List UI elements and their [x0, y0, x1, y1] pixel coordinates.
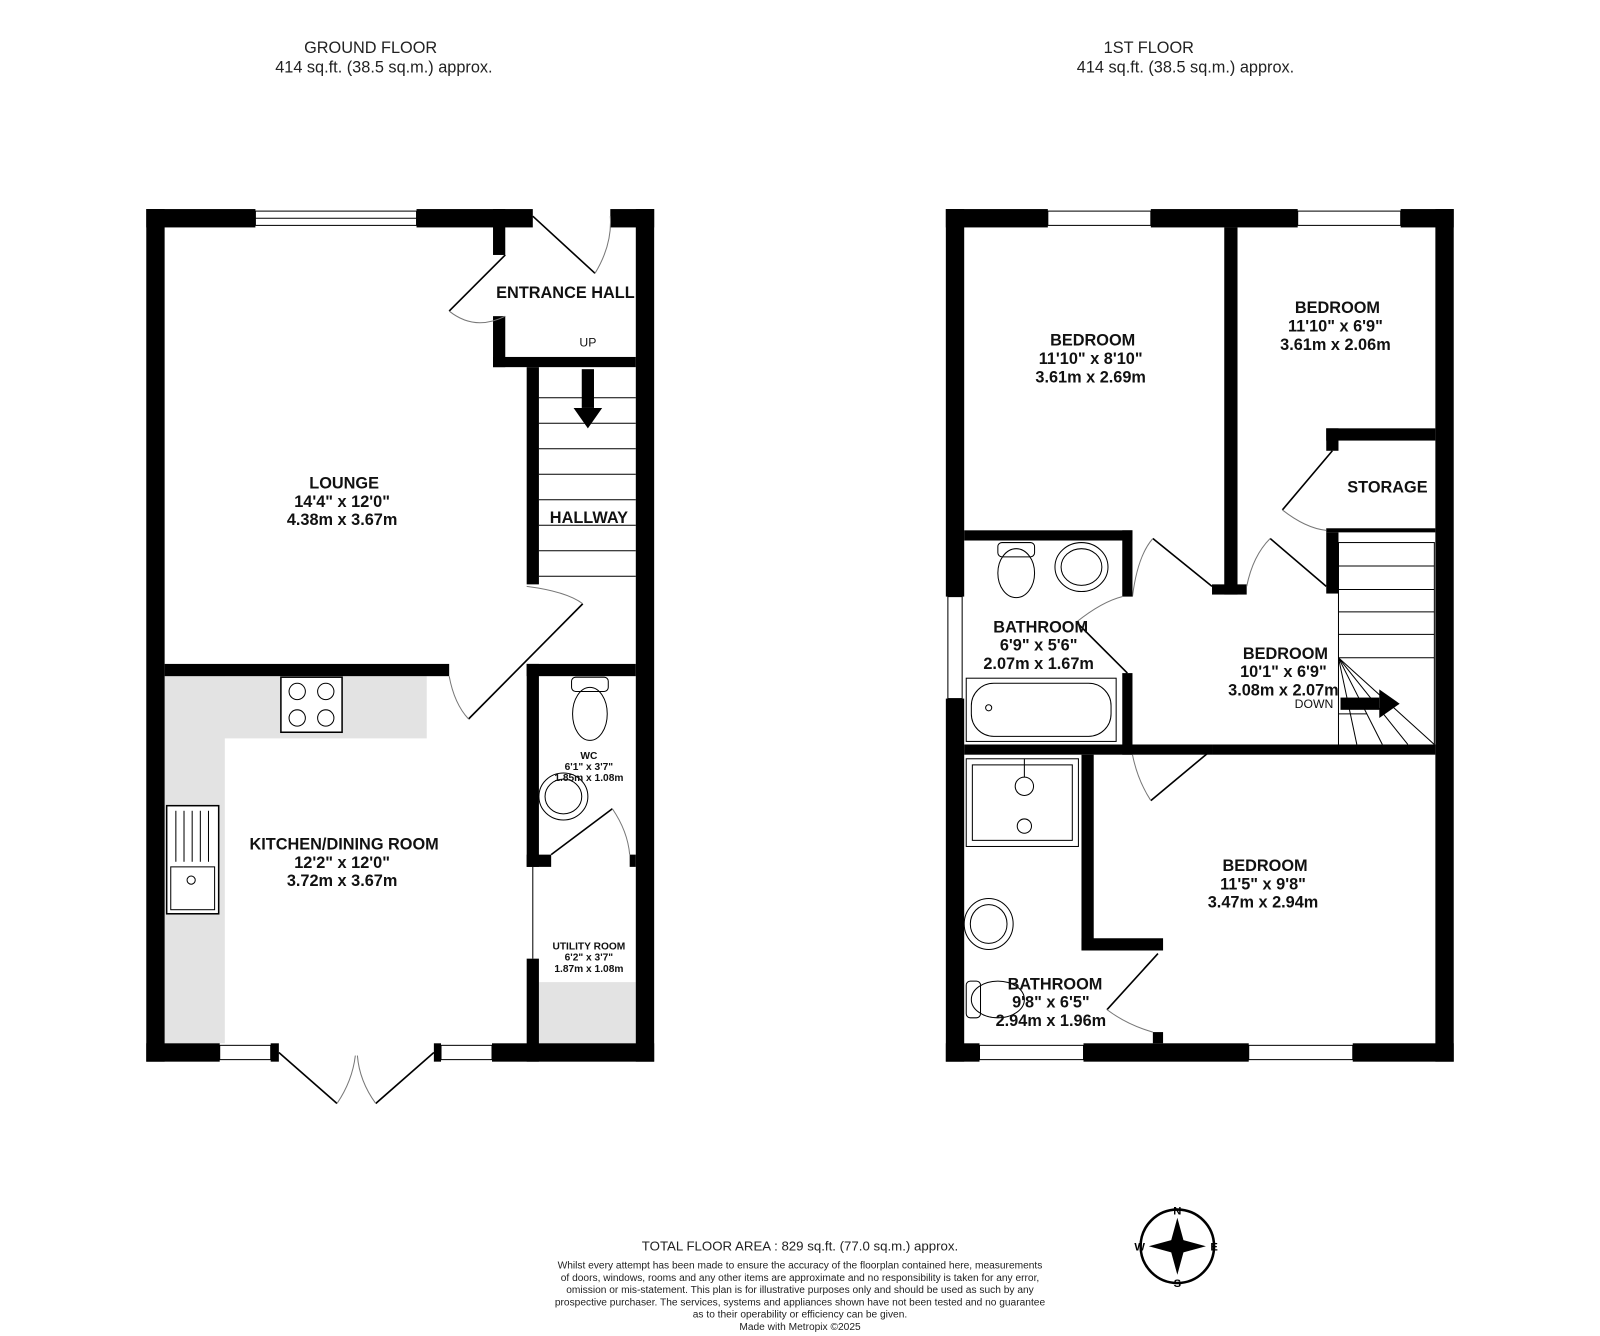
basin-icon	[1054, 542, 1109, 593]
disclaimer-line: omission or mis-statement. This plan is …	[566, 1285, 1034, 1296]
basin-icon	[963, 897, 1014, 950]
room-dims-metric: 3.61m x 2.06m	[1280, 336, 1391, 354]
disclaimer-line: as to their operability or efficiency ca…	[693, 1310, 907, 1321]
toilet-icon	[997, 542, 1036, 599]
stair-up-label: UP	[579, 336, 596, 350]
window	[1297, 210, 1402, 226]
compass-n: N	[1173, 1206, 1181, 1218]
staircase	[1337, 542, 1435, 748]
disclaimer-line: prospective purchaser. The services, sys…	[555, 1297, 1046, 1308]
room-dims-metric: 2.07m x 1.67m	[983, 655, 1094, 673]
room-name: BEDROOM	[1243, 645, 1328, 663]
room-dims-metric: 2.94m x 1.96m	[996, 1012, 1107, 1030]
first-floor-plan: DOWN	[945, 209, 1454, 1062]
disclaimer-line: of doors, windows, rooms and any other i…	[561, 1273, 1039, 1284]
room-dims-imperial: 11'10" x 6'9"	[1288, 317, 1383, 335]
room-name: BEDROOM	[1050, 332, 1135, 350]
room-name: HALLWAY	[550, 509, 628, 527]
window	[978, 1044, 1085, 1061]
room-dims-imperial: 11'10" x 8'10"	[1039, 350, 1143, 368]
window	[1248, 1044, 1354, 1061]
room-dims-metric: 1.85m x 1.08m	[554, 773, 623, 784]
compass-e: E	[1210, 1241, 1218, 1253]
basin-icon	[538, 772, 589, 821]
room-dims-imperial: 6'9" x 5'6"	[1000, 637, 1078, 655]
bathroom-door[interactable]	[1075, 621, 1128, 674]
room-name: STORAGE	[1347, 479, 1427, 497]
sink-icon	[165, 804, 220, 915]
first-floor-title: 1ST FLOOR	[1104, 39, 1194, 57]
utility-counter	[538, 982, 636, 1044]
window	[219, 1044, 272, 1061]
stair-arrow-icon	[573, 369, 603, 429]
room-dims-metric: 3.72m x 3.67m	[287, 872, 398, 890]
window	[440, 1044, 493, 1061]
room-name: BATHROOM	[993, 618, 1088, 636]
room-dims-metric: 3.08m x 2.07m	[1228, 682, 1339, 700]
front-door[interactable]	[532, 215, 596, 274]
stair-down-label: DOWN	[1295, 697, 1334, 711]
total-floor-area: TOTAL FLOOR AREA : 829 sq.ft. (77.0 sq.m…	[642, 1238, 958, 1253]
bath-icon	[965, 677, 1117, 742]
door[interactable]	[467, 603, 584, 720]
room-name: UTILITY ROOM	[552, 941, 625, 952]
compass-s: S	[1174, 1278, 1182, 1290]
french-doors[interactable]	[278, 1051, 435, 1105]
room-name: ENTRANCE HALL	[496, 284, 635, 302]
room-name: LOUNGE	[309, 475, 379, 493]
stair-arrow-icon	[1340, 689, 1400, 718]
room-dims-imperial: 11'5" x 9'8"	[1220, 875, 1306, 893]
room-dims-imperial: 14'4" x 12'0"	[294, 493, 390, 511]
door[interactable]	[1152, 537, 1213, 588]
room-name: BATHROOM	[1008, 975, 1103, 993]
compass-w: W	[1134, 1241, 1145, 1253]
door[interactable]	[1269, 537, 1327, 588]
hob-icon	[280, 676, 343, 734]
toilet-icon	[965, 980, 1025, 1019]
room-name: BEDROOM	[1222, 857, 1307, 875]
credit: Made with Metropix ©2025	[739, 1322, 861, 1333]
room-name: KITCHEN/DINING ROOM	[250, 836, 439, 854]
room-name: BEDROOM	[1295, 299, 1380, 317]
door[interactable]	[448, 254, 506, 312]
window	[1047, 210, 1152, 226]
toilet-icon	[571, 676, 609, 741]
wc-door[interactable]	[550, 808, 613, 856]
room-dims-imperial: 6'1" x 3'7"	[565, 762, 614, 773]
room-dims-metric: 1.87m x 1.08m	[554, 964, 623, 975]
ground-floor-area: 414 sq.ft. (38.5 sq.m.) approx.	[275, 58, 492, 76]
ground-floor-title: GROUND FLOOR	[304, 39, 437, 57]
disclaimer-line: Whilst every attempt has been made to en…	[558, 1261, 1043, 1272]
first-floor-area: 414 sq.ft. (38.5 sq.m.) approx.	[1077, 58, 1294, 76]
ground-floor-plan: UP	[146, 209, 655, 1105]
door[interactable]	[1150, 748, 1213, 802]
room-dims-imperial: 10'1" x 6'9"	[1240, 663, 1327, 681]
room-dims-metric: 3.47m x 2.94m	[1208, 894, 1319, 912]
room-dims-imperial: 9'8" x 6'5"	[1012, 994, 1090, 1012]
compass-icon: N E S W	[1134, 1206, 1218, 1290]
room-dims-imperial: 6'2" x 3'7"	[565, 953, 614, 964]
room-dims-metric: 4.38m x 3.67m	[287, 511, 398, 529]
room-dims-imperial: 12'2" x 12'0"	[294, 854, 390, 872]
room-name: WC	[580, 751, 598, 762]
bathroom-door[interactable]	[1106, 953, 1159, 1011]
window	[947, 596, 963, 700]
room-dims-metric: 3.61m x 2.69m	[1035, 368, 1146, 386]
shower-icon	[965, 758, 1079, 847]
storage-door[interactable]	[1281, 450, 1333, 511]
